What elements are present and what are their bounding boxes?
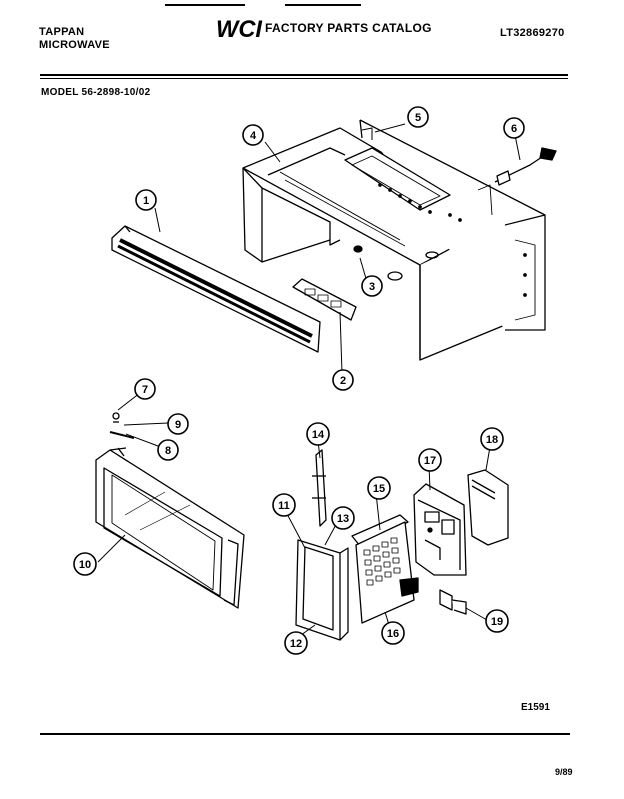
top-line-left [165,4,245,6]
callout-10: 10 [73,552,97,576]
svg-text:8: 8 [165,445,171,457]
choke-frame [295,539,349,641]
latch-part [439,589,467,615]
callout-8: 8 [157,439,179,461]
power-cord [494,147,557,186]
logo-text: WCI [216,16,263,42]
svg-text:5: 5 [415,112,421,124]
callout-11: 11 [272,493,296,517]
catalog-title: FACTORY PARTS CATALOG [265,21,432,35]
control-bracket [292,278,357,321]
control-board [413,483,467,576]
svg-text:7: 7 [142,384,148,396]
svg-text:1: 1 [143,195,149,207]
callout-16: 16 [381,621,405,645]
back-panel [344,119,546,331]
svg-text:11: 11 [278,500,290,512]
door-assembly [95,447,245,609]
svg-text:19: 19 [491,616,503,628]
header-divider [40,74,568,76]
callout-7: 7 [134,378,156,400]
svg-text:15: 15 [373,483,385,495]
wci-logo: WCI [216,16,263,42]
hinge-bracket [312,449,327,527]
footer-divider [40,733,570,735]
svg-text:2: 2 [340,375,346,387]
callout-3: 3 [361,275,383,297]
svg-text:9: 9 [175,419,181,431]
svg-text:3: 3 [369,281,375,293]
callout-9: 9 [167,413,189,435]
callout-18: 18 [480,427,504,451]
callout-4: 4 [242,124,264,146]
svg-text:10: 10 [79,559,91,571]
callout-13: 13 [331,506,355,530]
model-number: MODEL 56-2898-10/02 [41,87,151,98]
svg-text:17: 17 [424,455,436,467]
svg-text:4: 4 [250,130,257,142]
control-panel [351,514,419,624]
callout-17: 17 [418,448,442,472]
header-divider-thin [40,78,568,79]
svg-text:12: 12 [290,638,302,650]
svg-text:13: 13 [337,513,349,525]
callout-15: 15 [367,476,391,500]
product-type: MICROWAVE [39,39,110,51]
callout-12: 12 [284,631,308,655]
catalog-code: LT32869270 [500,27,565,39]
callouts: 1 2 3 4 5 6 7 8 9 10 11 12 13 14 15 16 1… [73,106,525,655]
top-line-right [285,4,361,6]
callout-5: 5 [407,106,429,128]
vent-grille [111,225,321,353]
callout-1: 1 [135,189,157,211]
svg-text:14: 14 [312,429,325,441]
brand-name: TAPPAN [39,26,85,38]
callout-6: 6 [503,117,525,139]
callout-19: 19 [485,609,509,633]
svg-text:18: 18 [486,434,498,446]
hinge-parts [109,412,135,439]
callout-14: 14 [306,422,330,446]
leader-lines [97,123,521,639]
svg-text:6: 6 [511,123,517,135]
callout-2: 2 [332,369,354,391]
figure-reference: E1591 [521,702,550,713]
svg-text:16: 16 [387,628,399,640]
shield-plate [467,469,509,546]
revision-date: 9/89 [555,767,573,777]
